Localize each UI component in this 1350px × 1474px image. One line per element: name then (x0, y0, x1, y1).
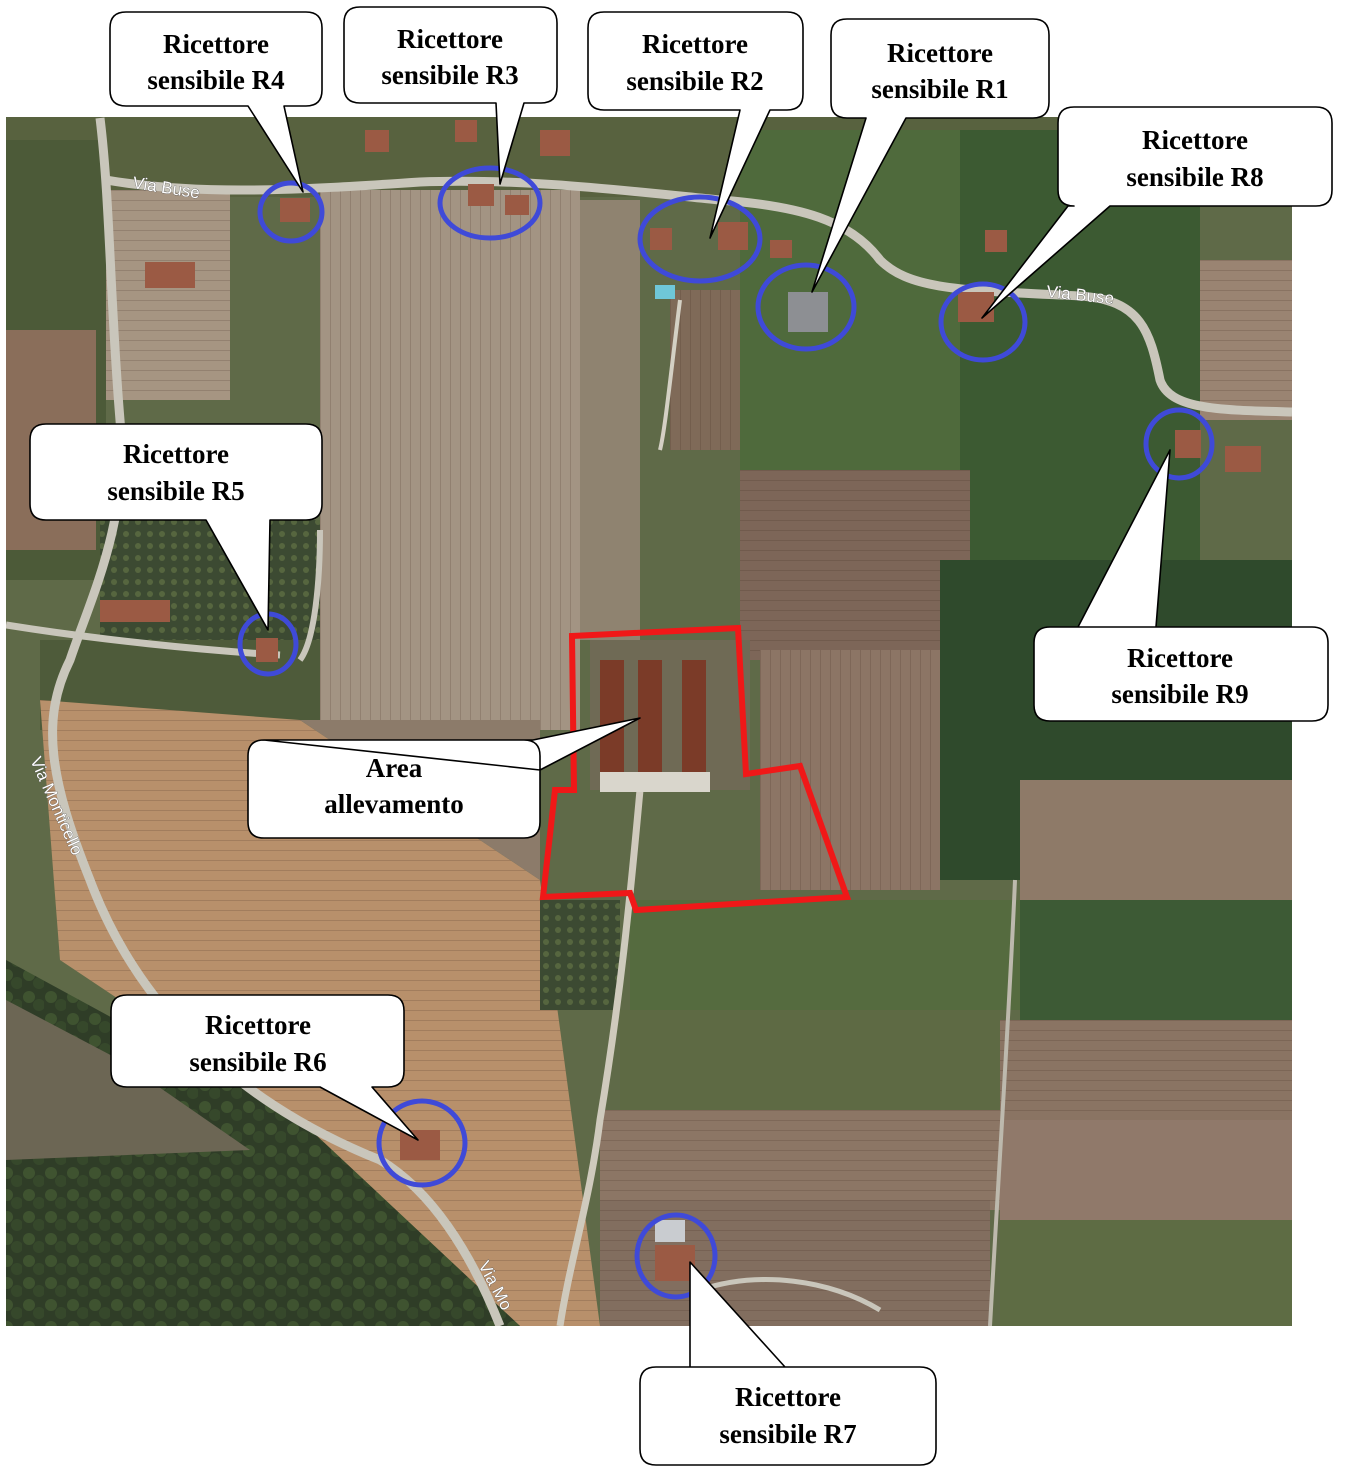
callout-r7-line2: sensibile R7 (719, 1419, 856, 1449)
callout-r7-line1: Ricettore (735, 1382, 841, 1412)
callout-r5 (29, 423, 323, 631)
callout-r8-line1: Ricettore (1142, 125, 1248, 155)
callout-r5-line2: sensibile R5 (107, 476, 244, 506)
receptor-circle-r7 (634, 1212, 718, 1300)
callout-r3 (343, 6, 558, 185)
receptor-circle-r9 (1143, 407, 1215, 481)
callout-r9 (1033, 449, 1329, 722)
callout-r6 (110, 994, 419, 1141)
callout-r5-line1: Ricettore (123, 439, 229, 469)
callout-r3-line2: sensibile R3 (381, 60, 518, 90)
callout-farm-line2: allevamento (324, 789, 463, 819)
via-buse-road (105, 175, 1292, 417)
receptor-circle-r4 (257, 180, 325, 244)
farm-sheds (590, 640, 750, 792)
callout-farm-line1: Area (366, 753, 423, 783)
receptor-circle-r8 (938, 281, 1028, 363)
receptor-circle-r3 (437, 165, 543, 241)
callout-r2 (587, 11, 804, 239)
callout-r4-line2: sensibile R4 (147, 65, 284, 95)
callout-r1-line2: sensibile R1 (871, 74, 1008, 104)
receptor-circle-r1 (755, 262, 857, 352)
callout-farm-area (247, 717, 641, 839)
barn-roof (788, 292, 828, 332)
callout-r4 (109, 11, 323, 193)
callout-r9-line2: sensibile R9 (1111, 679, 1248, 709)
callout-r6-line2: sensibile R6 (189, 1047, 326, 1077)
buildings (100, 120, 1261, 1281)
callout-r1 (811, 18, 1050, 293)
farm-boundary (539, 624, 852, 914)
callout-r4-line1: Ricettore (163, 29, 269, 59)
receptor-circle-r6 (376, 1098, 468, 1188)
farm-access-road (556, 789, 644, 1326)
callout-r2-line2: sensibile R2 (626, 66, 763, 96)
swimming-pool (655, 285, 675, 299)
callout-r7 (639, 1261, 937, 1466)
callout-r2-line1: Ricettore (642, 29, 748, 59)
callout-r9-line1: Ricettore (1127, 643, 1233, 673)
callout-r8-line2: sensibile R8 (1126, 162, 1263, 192)
callout-r3-line1: Ricettore (397, 24, 503, 54)
callout-r1-line1: Ricettore (887, 38, 993, 68)
callout-r8 (981, 106, 1333, 319)
receptor-circles (237, 165, 1215, 1300)
receptor-circle-r2 (637, 194, 763, 284)
callout-r6-line1: Ricettore (205, 1010, 311, 1040)
